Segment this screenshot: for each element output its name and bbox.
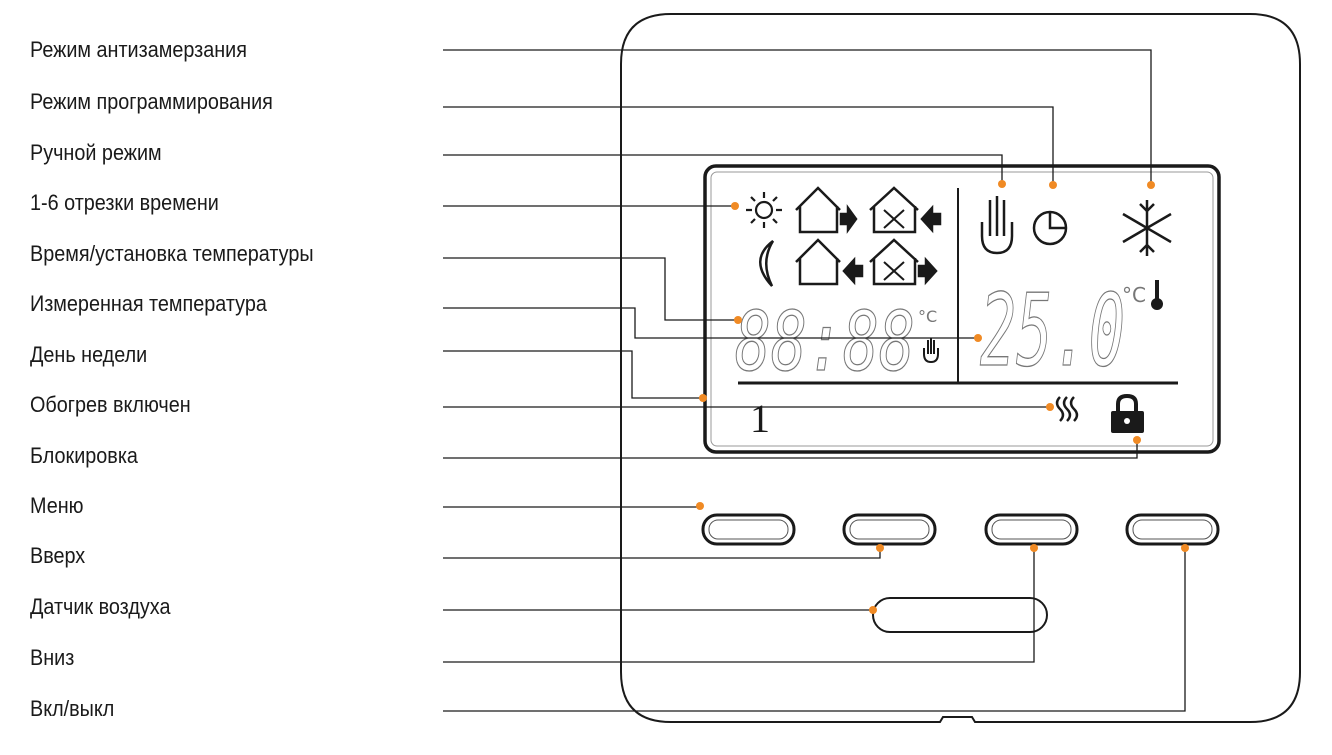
clock-icon: [1032, 210, 1068, 246]
label-antifreeze: Режим антизамерзания: [30, 37, 247, 62]
hand-icon: [980, 196, 1014, 255]
label-weekday: День недели: [30, 342, 148, 367]
temp-celsius: °C: [1122, 283, 1146, 307]
house-eat-return-icon: [869, 186, 942, 234]
menu-button[interactable]: [701, 513, 796, 546]
label-programming: Режим программирования: [30, 89, 273, 114]
label-power: Вкл/выкл: [30, 696, 115, 721]
moon-icon: [759, 240, 775, 287]
house-return-icon: [795, 238, 864, 286]
lock-icon: [1111, 393, 1144, 433]
label-time-setting: Время/установка температуры: [30, 241, 314, 266]
house-eat-leave-icon: [869, 238, 938, 286]
label-heating-on: Обогрев включен: [30, 392, 191, 417]
down-button[interactable]: [984, 513, 1079, 546]
label-down: Вниз: [30, 645, 75, 670]
snowflake-icon: [1122, 200, 1172, 256]
heating-icon: [1055, 396, 1079, 422]
thermometer-icon: [1151, 280, 1163, 310]
small-hand-icon: [923, 338, 939, 364]
label-manual: Ручной режим: [30, 140, 162, 165]
label-measured-temp: Измеренная температура: [30, 291, 267, 316]
lcd-inner: [710, 171, 1214, 447]
lcd-frame: [703, 164, 1221, 454]
leader-lines: [443, 49, 1186, 712]
label-lock: Блокировка: [30, 443, 138, 468]
power-button[interactable]: [1125, 513, 1220, 546]
time-display: 88:88: [735, 295, 915, 390]
time-celsius: °C: [918, 307, 937, 326]
label-air-sensor: Датчик воздуха: [30, 594, 171, 619]
sun-icon: [746, 192, 782, 228]
callout-dots: [696, 180, 1189, 614]
house-leave-icon: [795, 186, 858, 234]
temperature-display: 25.0: [980, 272, 1125, 389]
label-menu: Меню: [30, 493, 84, 518]
up-button[interactable]: [842, 513, 937, 546]
weekday-display: 1: [750, 396, 770, 441]
device-outline: [620, 13, 1301, 723]
label-up: Вверх: [30, 543, 86, 568]
air-sensor: [872, 597, 1048, 633]
label-time-periods: 1-6 отрезки времени: [30, 190, 219, 215]
